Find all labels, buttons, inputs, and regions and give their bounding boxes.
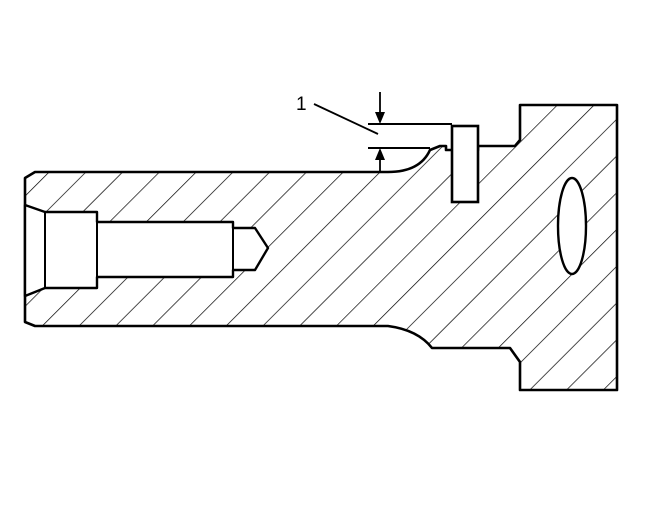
cross-hole: [556, 176, 588, 276]
dimension-marker: [368, 92, 452, 172]
callout-leader: [313, 103, 379, 135]
center-bore: [23, 203, 270, 298]
callout-number-1: 1: [296, 94, 307, 115]
key-block: [450, 124, 480, 204]
